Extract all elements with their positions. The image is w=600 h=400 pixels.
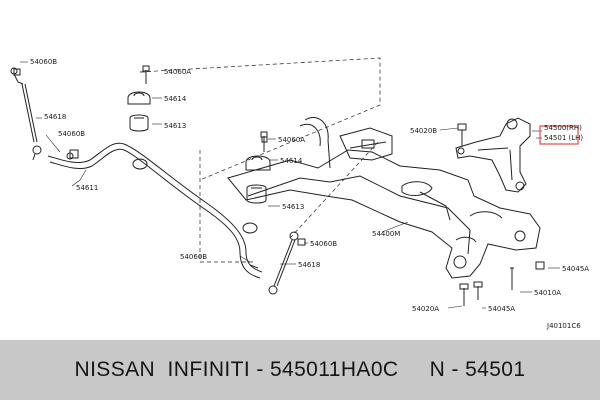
footer-bar: NISSAN INFINITI - 545011HA0C N - 54501 bbox=[0, 340, 600, 400]
stabilizer-bar bbox=[47, 142, 263, 279]
bushing-clamp-lower bbox=[245, 131, 271, 204]
label-54500-rh: 54500(RH) bbox=[544, 124, 582, 132]
dashed-guide-lines bbox=[139, 57, 381, 263]
label-54060a-lower: 54060A bbox=[278, 136, 305, 144]
label-54020a: 54020A bbox=[412, 305, 439, 313]
label-54060b-right: 54060B bbox=[310, 240, 337, 248]
transverse-link bbox=[455, 117, 531, 193]
label-54045a-right: 54045A bbox=[562, 265, 589, 273]
label-54060b-mid: 54060B bbox=[58, 130, 85, 138]
label-54613-lower: 54613 bbox=[282, 203, 304, 211]
left-stabilizer-link bbox=[10, 67, 42, 161]
label-54400m: 54400M bbox=[372, 230, 400, 238]
parts-diagram: 54060B 54618 54060B 54611 54060A 54614 5… bbox=[10, 57, 589, 330]
part-labels: 54060B 54618 54060B 54611 54060A 54614 5… bbox=[30, 58, 589, 330]
label-54613-upper: 54613 bbox=[164, 122, 186, 130]
diagram-code: J40101C6 bbox=[546, 322, 581, 330]
label-54060a-upper: 54060A bbox=[164, 68, 191, 76]
leader-lines bbox=[20, 61, 560, 309]
right-stabilizer-link bbox=[249, 231, 299, 295]
bolts bbox=[13, 68, 545, 306]
label-54611: 54611 bbox=[76, 184, 98, 192]
label-54501-lh: 54501 (LH) bbox=[544, 134, 583, 142]
subframe-crossmember bbox=[227, 117, 541, 279]
label-54045a-bottom: 54045A bbox=[488, 305, 515, 313]
label-54010a: 54010A bbox=[534, 289, 561, 297]
label-54614-upper: 54614 bbox=[164, 95, 187, 103]
part-number-caption: NISSAN INFINITI - 545011HA0C N - 54501 bbox=[74, 358, 526, 381]
label-54020b: 54020B bbox=[410, 127, 437, 135]
label-54618-left: 54618 bbox=[44, 113, 66, 121]
bushing-clamp-upper bbox=[127, 65, 151, 132]
label-54060b-bottom: 54060B bbox=[180, 253, 207, 261]
label-54614-lower: 54614 bbox=[280, 157, 303, 165]
label-54618-right: 54618 bbox=[298, 261, 320, 269]
label-54060b-left: 54060B bbox=[30, 58, 57, 66]
highlight-box bbox=[539, 125, 579, 145]
